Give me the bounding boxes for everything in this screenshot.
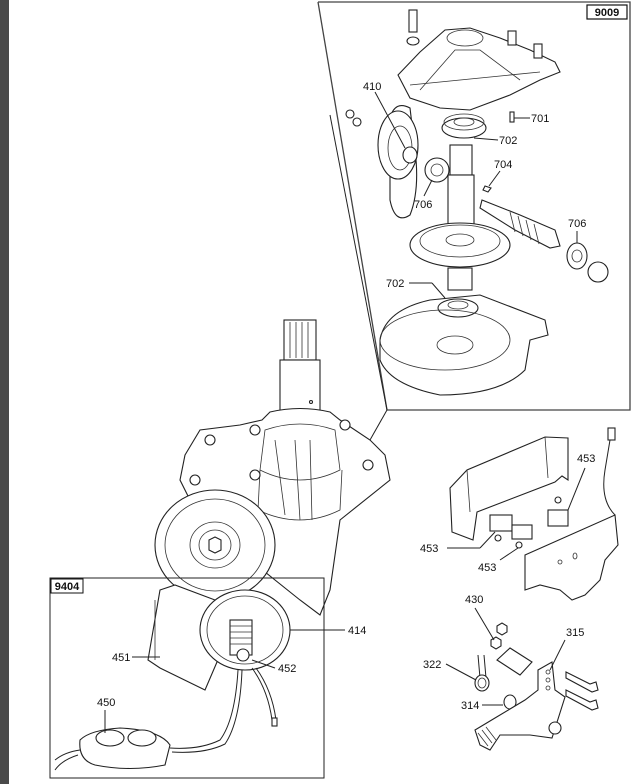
callout-453-right: 453 (567, 453, 595, 511)
label-702-lower: 702 (386, 278, 404, 290)
pedal-315: 315 (474, 627, 584, 751)
label-453-bottom: 453 (478, 562, 496, 574)
label-314: 314 (461, 700, 479, 712)
pulley-410-and-belt: 410 (345, 81, 450, 219)
box-id-9009: 9009 (595, 7, 619, 19)
label-453-left: 453 (420, 543, 438, 555)
mounting-plate (524, 427, 619, 601)
bolts (565, 671, 599, 711)
label-704: 704 (494, 159, 512, 171)
label-451: 451 (112, 652, 130, 664)
viewer-left-edge (0, 0, 9, 784)
switch-450: 450 (54, 697, 171, 771)
label-430: 430 (465, 594, 483, 606)
bearing-706-left: 706 (414, 179, 433, 211)
label-414: 414 (348, 625, 366, 637)
motor-cables (169, 667, 278, 753)
label-706-left: 706 (414, 199, 432, 211)
label-322: 322 (423, 659, 441, 671)
key-704: 704 (482, 159, 512, 193)
lower-housing: 702 (379, 278, 549, 396)
label-701: 701 (531, 113, 549, 125)
box-id-9404: 9404 (55, 581, 80, 593)
bracket-block (496, 647, 533, 676)
microswitches (489, 496, 569, 549)
callout-453-left: 453 (420, 531, 496, 555)
callout-414: 414 (290, 625, 366, 637)
pin-701: 701 (509, 111, 549, 125)
label-315: 315 (566, 627, 584, 639)
label-410: 410 (363, 81, 381, 93)
nuts-430: 430 (465, 594, 508, 650)
motor (147, 584, 291, 691)
bushing-314: 314 (461, 694, 517, 712)
detail-box-9009: 9009 (317, 1, 631, 441)
switch-cover (449, 436, 569, 541)
detail-box-9404: 9404 (49, 577, 325, 779)
label-453-right: 453 (577, 453, 595, 465)
large-pulley (154, 489, 276, 601)
bearing-702-upper: 702 (441, 113, 517, 147)
main-gearbox-assembly (179, 319, 391, 616)
bearing-706-right: 706 (566, 218, 609, 283)
spring-322: 322 (423, 654, 490, 692)
label-702-upper: 702 (499, 135, 517, 147)
label-706-right: 706 (568, 218, 586, 230)
worm-shaft (479, 199, 561, 249)
callout-452: 452 (251, 659, 296, 675)
callout-453-bottom: 453 (478, 547, 519, 574)
main-shaft-and-gear (409, 144, 511, 291)
label-452: 452 (278, 663, 296, 675)
gearbox-top-cover (397, 9, 561, 111)
callout-451: 451 (112, 652, 160, 664)
label-450: 450 (97, 697, 115, 709)
